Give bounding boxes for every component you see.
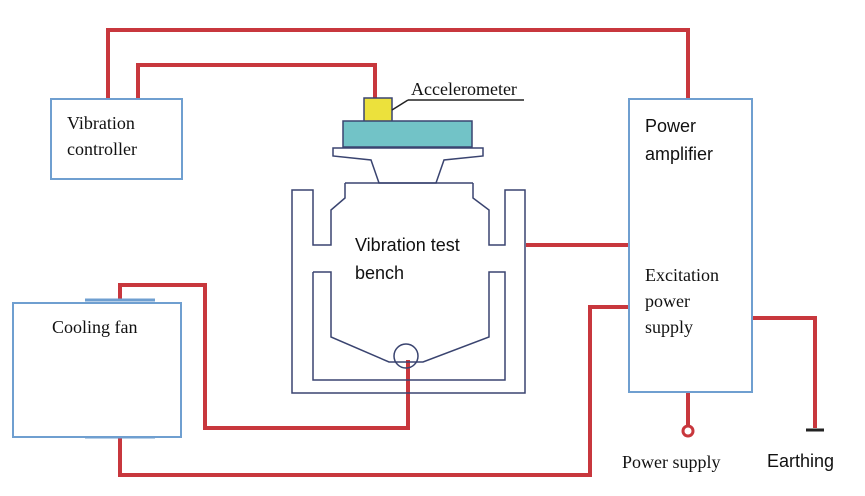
earthing-label: Earthing	[767, 451, 835, 471]
excitation-label-line3: supply	[645, 317, 694, 337]
vibration-controller-label-line1: Vibration	[67, 113, 135, 133]
vibration-head	[342, 120, 473, 148]
vibration-test-bench-label-line1: Vibration test	[355, 235, 460, 255]
accelerometer-leader-line	[391, 99, 409, 111]
accelerometer-label: Accelerometer	[411, 79, 517, 99]
bench-left-wall	[291, 183, 526, 394]
vibration-table-top	[332, 147, 484, 184]
power-amplifier-box	[628, 98, 753, 393]
excitation-label-line2: power	[645, 291, 690, 311]
vibration-controller-box	[50, 98, 183, 180]
power-amplifier-label: Power amplifier	[645, 112, 713, 168]
power-amplifier-label-line2: amplifier	[645, 144, 714, 164]
excitation-power-supply-label: Excitation power supply	[645, 262, 719, 340]
vibration-test-bench-label-line2: bench	[355, 263, 405, 283]
wires	[106, 28, 817, 477]
vibration-test-bench-body	[291, 182, 526, 394]
wire-earthing	[752, 316, 817, 428]
accelerometer-sensor	[363, 97, 393, 123]
bench-inner-cavity	[312, 271, 506, 381]
bench-pivot	[393, 343, 419, 369]
power-amplifier-label-line1: Power	[645, 116, 697, 136]
cooling-fan-box	[12, 302, 182, 438]
vibration-controller-label-line2: controller	[67, 139, 137, 159]
wire-controller-to-amplifier	[106, 28, 690, 98]
wire-fan-to-bench	[118, 283, 410, 430]
power-supply-terminal	[681, 424, 695, 438]
cooling-fan-label: Cooling fan	[52, 317, 138, 337]
excitation-label-line1: Excitation	[645, 265, 719, 285]
wire-fan-to-excitation	[118, 305, 630, 477]
vibration-controller-label: Vibration controller	[67, 110, 137, 162]
vibration-test-bench-label: Vibration test bench	[355, 231, 460, 287]
power-supply-label: Power supply	[622, 452, 721, 472]
wire-controller-to-accelerometer	[136, 63, 377, 98]
